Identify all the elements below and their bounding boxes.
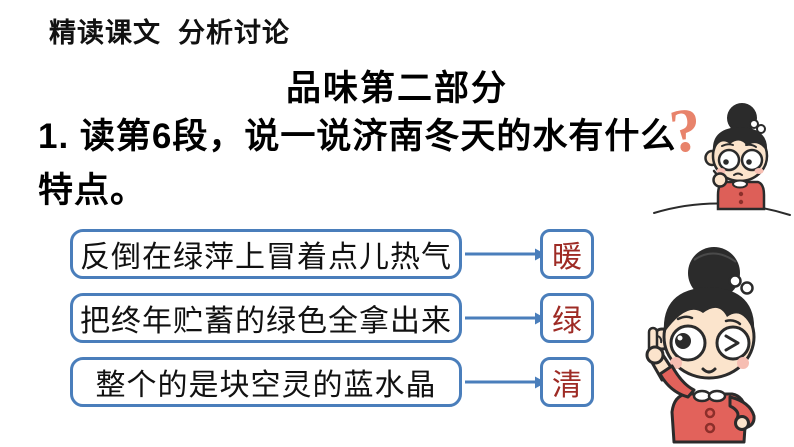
arrow-icon [465,380,537,384]
feature-box: 清 [540,357,594,407]
analysis-row: 把终年贮蓄的绿色全拿出来 绿 [70,293,594,343]
quote-box: 反倒在绿萍上冒着点儿热气 [70,229,462,279]
analysis-row: 反倒在绿萍上冒着点儿热气 暖 [70,229,594,279]
page-title: 品味第二部分 [285,69,508,108]
puzzled-girl-illustration [653,103,791,216]
feature-box: 暖 [540,229,594,279]
arrow-icon [465,252,537,256]
question-line-1: 1. 读第6段，说一说济南冬天的水有什么 [38,117,677,156]
analysis-row: 整个的是块空灵的蓝水晶 清 [70,357,594,407]
winking-girl-illustration [645,247,756,444]
quote-box: 整个的是块空灵的蓝水晶 [70,357,462,407]
question-text: 1. 读第6段，说一说济南冬天的水有什么 特点。 [38,110,678,218]
question-line-2: 特点。 [38,171,147,210]
slide-header: 精读课文 分析讨论 [49,18,291,48]
feature-box: 绿 [540,293,594,343]
quote-box: 把终年贮蓄的绿色全拿出来 [70,293,462,343]
arrow-icon [465,316,537,320]
